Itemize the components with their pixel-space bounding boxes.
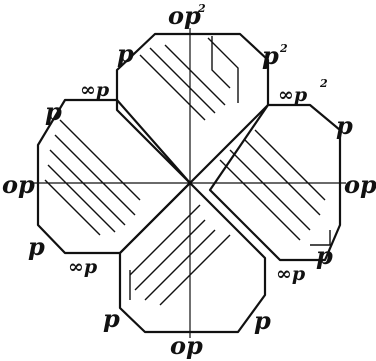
label-lower-right-infp: ∞p xyxy=(276,263,306,285)
crystal-arm-right xyxy=(208,103,342,262)
label-lower-left-infp: ∞p xyxy=(68,256,98,278)
label-top-right-p: p xyxy=(262,41,279,70)
label-right-upper-p: p xyxy=(336,111,353,140)
label-bottom-left-p: p xyxy=(103,304,120,333)
label-top-right-p-sup: 2 xyxy=(279,42,288,55)
label-right-lower-p: p xyxy=(316,241,333,270)
label-top-left-p: p xyxy=(117,39,134,68)
label-bottom-op: op xyxy=(170,331,203,360)
label-left-op: op xyxy=(2,170,35,199)
label-upper-right-infp-sup: 2 xyxy=(319,77,328,90)
crystal-arm-top xyxy=(115,32,270,185)
label-left-upper-p: p xyxy=(45,97,62,126)
crystal-arm-left xyxy=(36,98,192,255)
label-upper-right-infp: ∞p xyxy=(278,84,308,106)
label-upper-left-infp: ∞p xyxy=(80,79,110,101)
label-top-op: op xyxy=(168,1,201,30)
label-bottom-right-p: p xyxy=(254,306,271,335)
label-right-op: op xyxy=(344,170,376,199)
label-top-op-sup: 2 xyxy=(197,2,206,15)
crystal-arm-bottom xyxy=(118,181,267,334)
label-left-lower-p: p xyxy=(28,232,45,261)
